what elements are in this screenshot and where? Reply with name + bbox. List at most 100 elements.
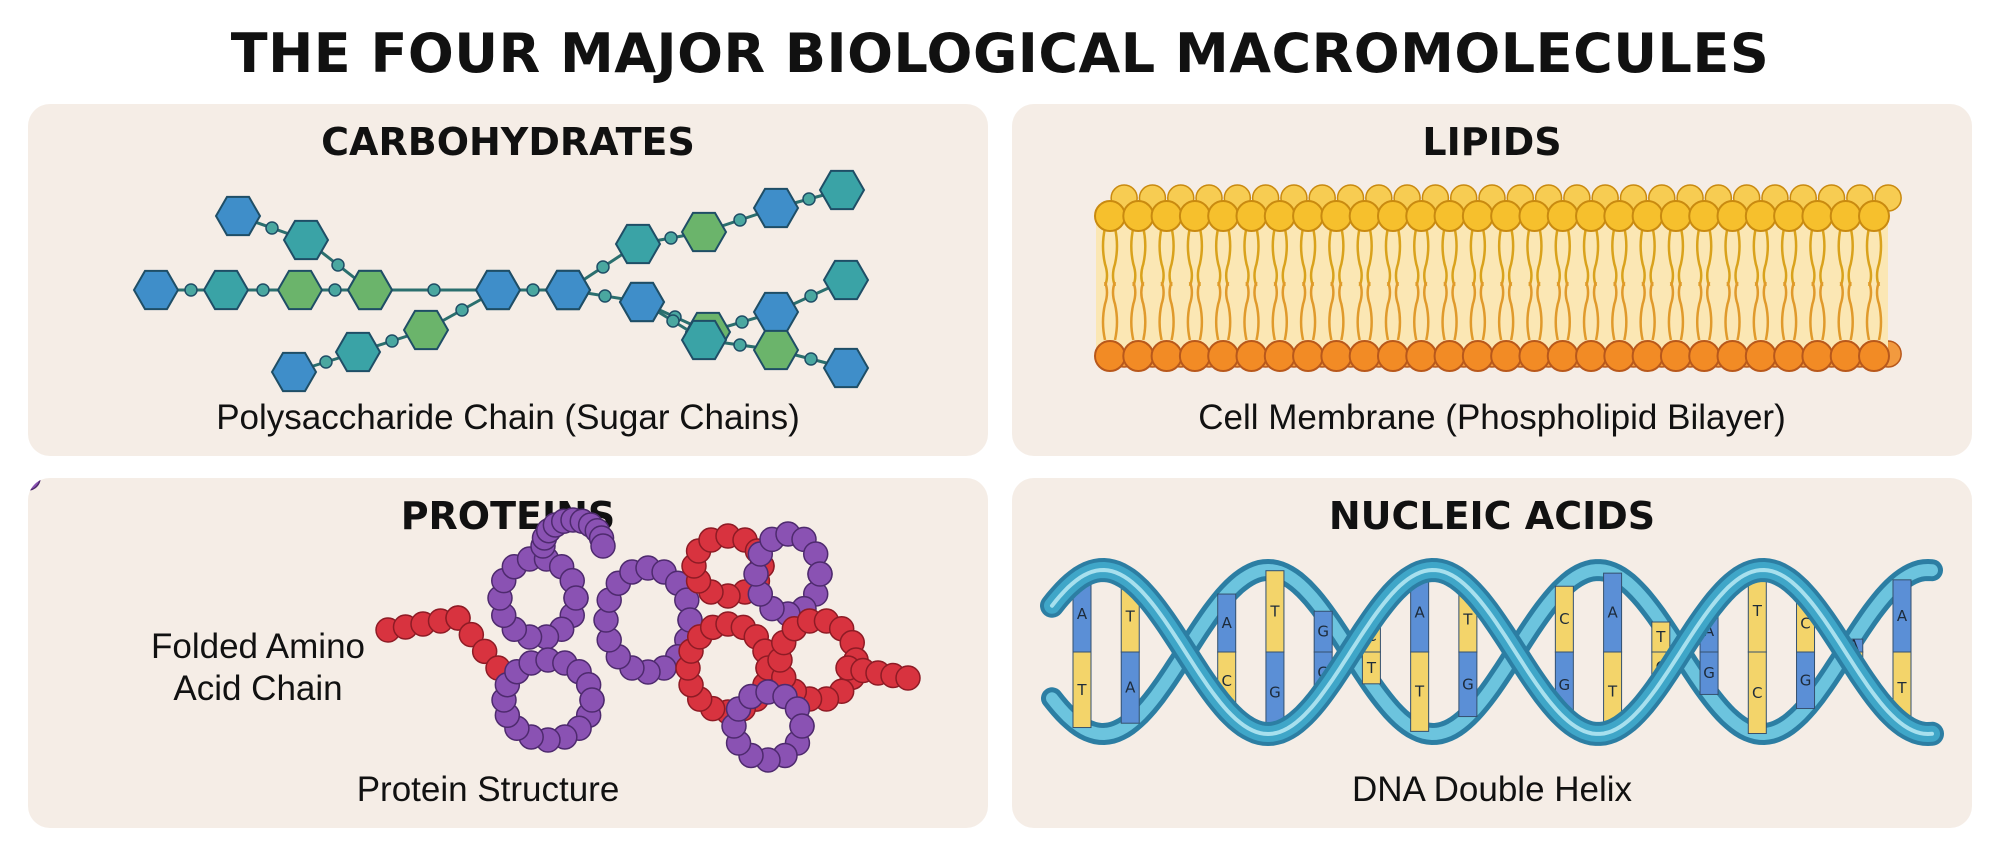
- fatty-acid-tail: [1441, 227, 1448, 287]
- base-letter: A: [1607, 604, 1618, 622]
- fatty-acid-tail: [1621, 281, 1628, 341]
- glucose-unit: [276, 269, 324, 311]
- nucleotide-base: [1796, 651, 1816, 710]
- fatty-acid-tail: [1554, 281, 1561, 341]
- oxygen-link: [328, 283, 342, 297]
- base-letter: G: [1800, 671, 1812, 689]
- dna-backbone-highlight: [1046, 563, 1938, 741]
- phospholipid-head: [1858, 200, 1890, 232]
- glucose-unit: [474, 269, 522, 311]
- fatty-acid-tail: [1724, 227, 1731, 287]
- fatty-acid-tail: [1366, 227, 1373, 287]
- fatty-acid-tail: [1441, 281, 1448, 341]
- fatty-acid-tail: [1224, 227, 1232, 287]
- fatty-acid-tail: [1564, 281, 1571, 341]
- fatty-acid-tail: [1281, 227, 1289, 287]
- base-letter: G: [1317, 623, 1329, 641]
- fatty-acid-tail: [1582, 227, 1590, 287]
- fatty-acid-tail: [1423, 227, 1430, 287]
- nucleotide-base: [1361, 651, 1381, 685]
- phospholipid-head: [1178, 200, 1211, 232]
- fatty-acid-tail: [1469, 227, 1477, 287]
- fatty-acid-tail: [1526, 281, 1533, 341]
- fatty-acid-tail: [1847, 227, 1854, 287]
- phospholipid-head: [1207, 200, 1240, 232]
- proteins-panel: PROTEINS Folded Amino Acid Chain Protein…: [28, 478, 988, 828]
- fatty-acid-tail: [1384, 227, 1392, 287]
- base-letter: A: [1704, 622, 1715, 640]
- fatty-acid-tail: [1790, 281, 1798, 341]
- fatty-acid-tail: [1734, 227, 1741, 287]
- oxygen-link: [184, 283, 198, 297]
- phospholipid-head: [1490, 340, 1523, 372]
- phospholipid-head: [1490, 200, 1523, 232]
- phospholipid-head: [1150, 200, 1183, 232]
- fatty-acid-tail: [1875, 281, 1883, 341]
- phospholipid-head: [1461, 200, 1494, 232]
- phospholipid-head: [1829, 340, 1862, 372]
- base-letter: T: [1076, 681, 1087, 699]
- fatty-acid-tail: [1168, 281, 1175, 341]
- fatty-acid-tail: [1621, 227, 1628, 287]
- base-letter: T: [1655, 628, 1666, 646]
- amino-acid: [445, 605, 471, 631]
- base-letter: C: [1752, 684, 1762, 702]
- fatty-acid-tail: [1695, 227, 1703, 287]
- fatty-acid-tail: [1196, 227, 1204, 287]
- fatty-acid-tail: [1140, 281, 1147, 341]
- fatty-acid-tail: [1111, 281, 1119, 341]
- amino-acid: [895, 665, 921, 691]
- fatty-acid-tail: [1611, 281, 1618, 341]
- base-letter: C: [1221, 672, 1231, 690]
- fatty-acid-tail: [1224, 281, 1232, 341]
- fatty-acid-tail: [1140, 227, 1147, 287]
- fatty-acid-tail: [1158, 227, 1165, 287]
- phospholipid-head: [1829, 200, 1862, 232]
- fatty-acid-tail: [1186, 281, 1194, 341]
- fatty-acid-tail: [1101, 281, 1109, 341]
- fatty-acid-tail: [1837, 227, 1844, 287]
- nucleotide-base: [1699, 651, 1719, 695]
- fatty-acid-tail: [1695, 281, 1703, 341]
- fatty-acid-tail: [1677, 227, 1685, 287]
- phospholipid-head: [1207, 340, 1240, 372]
- hydrophobic-core: [1096, 214, 1888, 354]
- amino-acid: [471, 638, 498, 665]
- base-letter: T: [1752, 602, 1763, 620]
- fatty-acid-tail: [1253, 281, 1260, 341]
- fatty-acid-tail: [1328, 227, 1335, 287]
- nucleic-acids-caption: DNA Double Helix: [1351, 770, 1633, 809]
- base-letter: T: [1607, 682, 1618, 700]
- fatty-acid-tail: [1762, 281, 1770, 341]
- fatty-acid-tail: [1592, 281, 1600, 341]
- oxygen-link: [265, 221, 279, 235]
- oxygen-link: [804, 289, 818, 303]
- phospholipid-head: [1631, 200, 1664, 232]
- fatty-acid-tail: [1677, 281, 1685, 341]
- fatty-acid-tail: [1413, 281, 1420, 341]
- glucose-unit: [818, 169, 866, 211]
- base-letter: T: [1414, 683, 1425, 701]
- phospholipid-head: [1150, 340, 1183, 372]
- oxygen-link: [331, 258, 345, 272]
- oxygen-link: [385, 334, 399, 348]
- phospholipid-head: [1659, 200, 1692, 232]
- phospholipid-head: [1518, 340, 1551, 372]
- oxygen-link: [664, 231, 678, 245]
- fatty-acid-tail: [1214, 281, 1222, 341]
- phospholipid-head: [1546, 200, 1579, 232]
- glucose-unit: [752, 187, 800, 229]
- fatty-acid-tail: [1865, 281, 1873, 341]
- fatty-acid-tail: [1186, 227, 1194, 287]
- fatty-acid-tail: [1536, 281, 1543, 341]
- oxygen-link: [802, 192, 816, 206]
- fatty-acid-tail: [1724, 281, 1731, 341]
- phospholipid-head: [1744, 200, 1777, 232]
- fatty-acid-tail: [1130, 281, 1137, 341]
- base-letter: C: [1559, 610, 1569, 628]
- fatty-acid-tail: [1338, 227, 1345, 287]
- phospholipid-head: [1773, 200, 1806, 232]
- nucleotide-base: [1458, 651, 1478, 718]
- glucose-unit: [282, 219, 330, 261]
- fatty-acid-tail: [1423, 281, 1430, 341]
